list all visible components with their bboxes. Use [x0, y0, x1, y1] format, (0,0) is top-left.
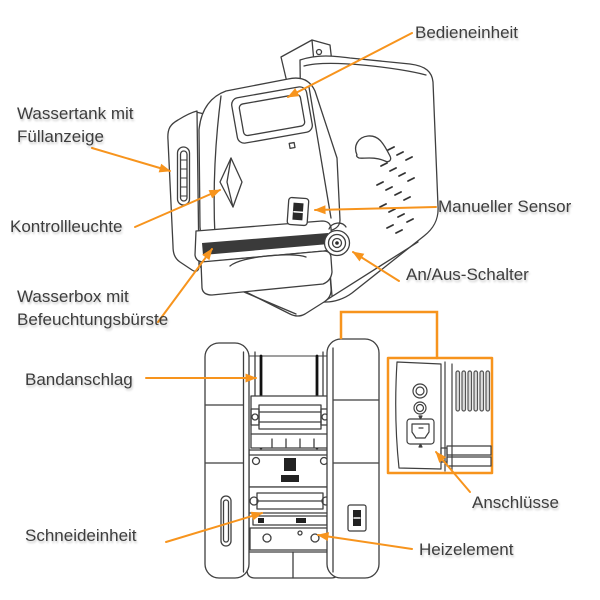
label-manueller-sensor: Manueller Sensor	[438, 197, 572, 216]
power-inlet	[406, 415, 435, 448]
roller-mechanism	[246, 351, 340, 579]
inset-connector-bracket	[339, 310, 439, 360]
handle-hole	[354, 135, 392, 163]
leader-line-kontrollleuchte	[134, 189, 221, 228]
leader-line-wassertank	[91, 147, 171, 173]
label-kontrollleuchte: Kontrollleuchte	[10, 217, 123, 236]
manual-sensor-switch	[286, 196, 310, 227]
label-anschluesse: Anschlüsse	[472, 493, 559, 512]
water-tank-panel	[167, 110, 200, 272]
label-an-aus-schalter: An/Aus-Schalter	[406, 265, 529, 284]
power-button	[323, 222, 351, 257]
detail-inset	[386, 356, 494, 475]
leader-line-heizelement	[317, 532, 413, 550]
right-tower	[326, 338, 380, 579]
front-switch	[347, 504, 367, 532]
leader-line-anschluesse	[435, 451, 471, 493]
label-bandanschlag: Bandanschlag	[25, 370, 133, 389]
label-wassertank: Wassertank mit Füllanzeige	[17, 104, 134, 146]
vent-slots	[376, 146, 415, 234]
leader-line-an-aus-schalter	[352, 251, 400, 282]
leader-line-schneideinheit	[165, 511, 263, 543]
water-box	[194, 220, 333, 296]
leader-line-bedieneinheit	[287, 32, 413, 98]
leader-line-manueller-sensor	[314, 205, 437, 215]
left-slot	[220, 495, 232, 547]
display-screen	[231, 86, 313, 150]
cutter-unit	[248, 486, 332, 531]
front-view-drawing	[204, 338, 380, 579]
round-connectors	[412, 383, 428, 415]
inset-vent-slats	[455, 370, 491, 412]
label-bedieneinheit: Bedieneinheit	[415, 23, 519, 42]
label-wasserbox: Wasserbox mit Befeuchtungsbürste	[17, 287, 169, 329]
control-light	[219, 157, 243, 208]
isometric-view-drawing	[167, 39, 439, 317]
heater-element	[249, 527, 335, 551]
leader-line-wasserbox	[157, 248, 213, 323]
bottom-tray	[246, 551, 340, 579]
label-schneideinheit: Schneideinheit	[25, 526, 137, 545]
label-heizelement: Heizelement	[419, 540, 514, 559]
